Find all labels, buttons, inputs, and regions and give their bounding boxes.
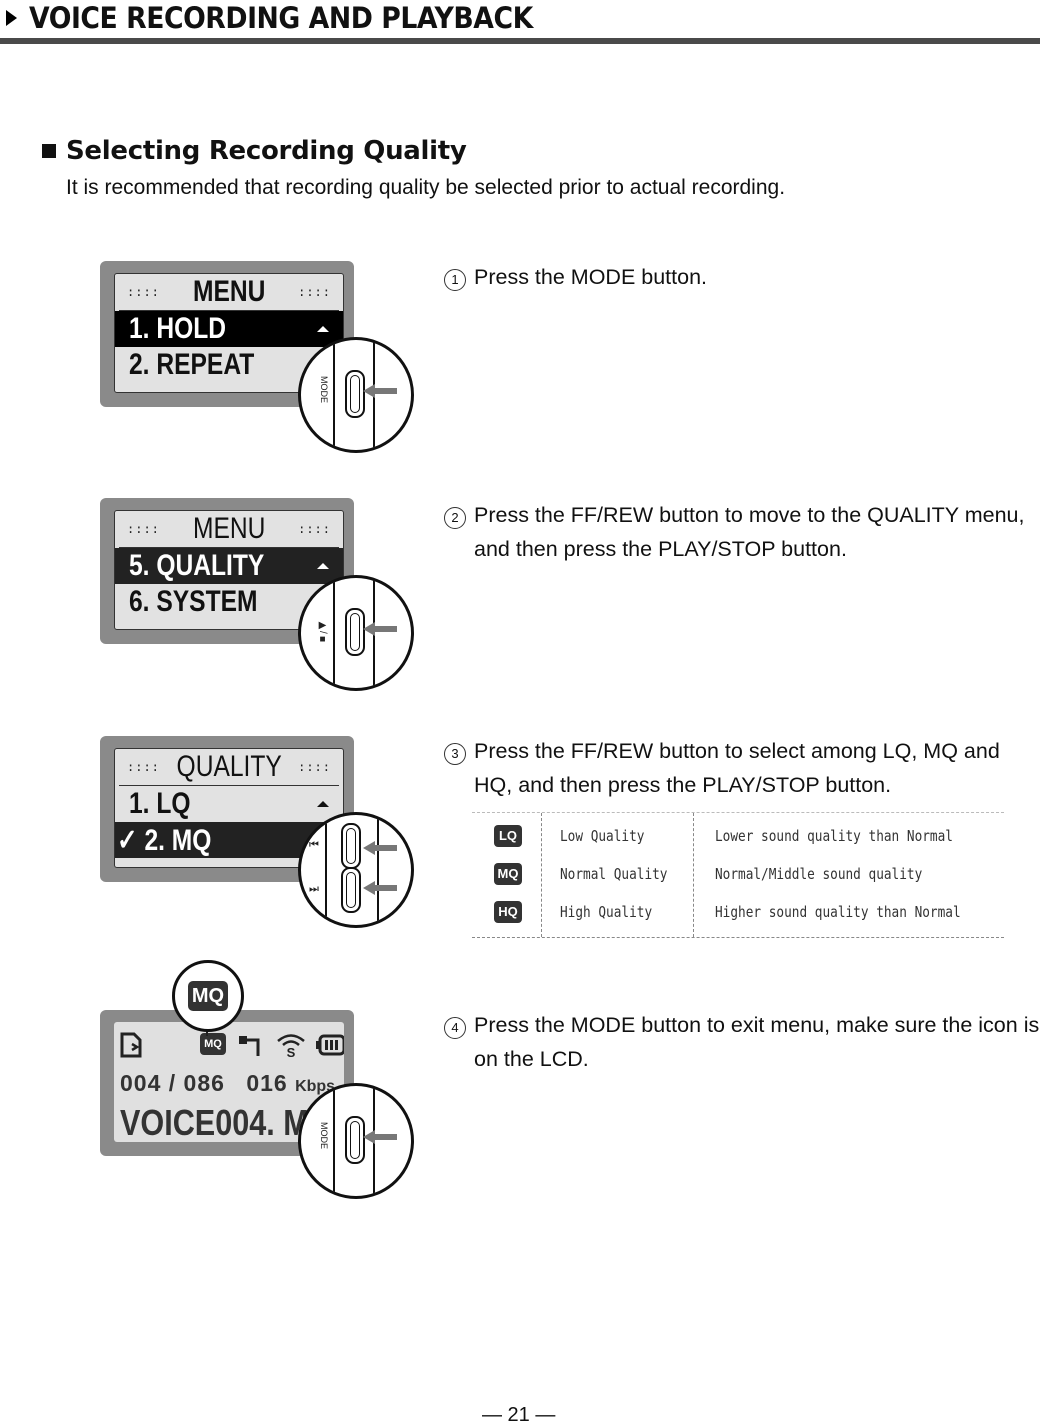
- menu-row: 6. SYSTEM: [115, 584, 343, 620]
- lcd-display: :::: MENU :::: 1. HOLD 2. REPEAT: [114, 273, 344, 393]
- menu-row: 1. LQ: [115, 786, 343, 822]
- quality-row-hq: HQ High Quality Higher sound quality tha…: [472, 893, 1004, 931]
- button-label: MODE: [319, 1122, 329, 1149]
- menu-row-selected: 5. QUALITY: [115, 548, 343, 584]
- press-arrow-icon: [363, 384, 397, 398]
- lcd-screen-menu-hold: :::: MENU :::: 1. HOLD 2. REPEAT: [100, 261, 354, 407]
- menu-row-label: 2. REPEAT: [129, 348, 255, 381]
- triangle-right-icon: [6, 10, 17, 26]
- step-number: 1: [444, 269, 466, 291]
- step-3: 3 Press the FF/REW button to select amon…: [444, 734, 1034, 802]
- mode-button[interactable]: [345, 370, 365, 418]
- caret-up-icon: [317, 563, 329, 569]
- ff-rew-button-magnifier: ⏮ ⏭: [298, 812, 414, 928]
- caret-up-icon: [317, 326, 329, 332]
- quality-row-mq: MQ Normal Quality Normal/Middle sound qu…: [472, 855, 1004, 893]
- dots-decoration-icon: ::::: [127, 285, 160, 299]
- button-label: ▶/■: [317, 620, 328, 645]
- step-number: 3: [444, 743, 466, 765]
- lcd-header-title: MENU: [192, 275, 266, 308]
- menu-row-label: 1. HOLD: [129, 312, 227, 345]
- dots-decoration-icon: ::::: [127, 760, 160, 774]
- step-number: 4: [444, 1017, 466, 1039]
- lcd-track-info: 004 / 086 016 Kbps: [120, 1070, 335, 1097]
- step-text: Press the FF/REW button to move to the Q…: [474, 503, 1025, 561]
- square-bullet-icon: [42, 144, 56, 158]
- menu-row-label: ✓ 2. MQ: [117, 823, 212, 857]
- step-1: 1 Press the MODE button.: [444, 260, 1040, 294]
- lcd-header: :::: MENU ::::: [119, 511, 339, 548]
- quality-name: Normal Quality: [560, 865, 668, 883]
- quality-name: Low Quality: [560, 827, 645, 845]
- mq-status-badge: MQ: [200, 1033, 226, 1055]
- lcd-filename: VOICE004. M: [120, 1102, 309, 1142]
- press-arrow-icon: [363, 881, 397, 895]
- page-header: VOICE RECORDING AND PLAYBACK: [6, 0, 577, 36]
- ff-icon: ⏭: [309, 883, 319, 895]
- dots-decoration-icon: ::::: [298, 285, 331, 299]
- quality-description: Lower sound quality than Normal: [715, 827, 953, 845]
- ff-button[interactable]: [341, 867, 361, 913]
- step-text: Press the MODE button to exit menu, make…: [474, 1013, 1040, 1071]
- button-label: MODE: [319, 376, 329, 403]
- mq-badge-icon: MQ: [188, 981, 228, 1011]
- step-4: 4 Press the MODE button to exit menu, ma…: [444, 1008, 1040, 1076]
- battery-icon: [316, 1034, 344, 1056]
- rew-button[interactable]: [341, 823, 361, 869]
- play-stop-button-magnifier: ▶/■: [298, 575, 414, 691]
- lcd-display: :::: MENU :::: 5. QUALITY 6. SYSTEM: [114, 510, 344, 630]
- track-counter: 004 / 086: [120, 1070, 225, 1096]
- play-stop-button[interactable]: [345, 608, 365, 656]
- lcd-header-title: MENU: [192, 512, 266, 545]
- step-text: Press the FF/REW button to select among …: [474, 739, 1000, 797]
- mode-button[interactable]: [345, 1116, 365, 1164]
- menu-row: 2. REPEAT: [115, 347, 343, 383]
- dots-decoration-icon: ::::: [127, 522, 160, 536]
- section-title: Selecting Recording Quality: [66, 136, 467, 166]
- rew-icon: ⏮: [309, 839, 319, 851]
- step-text: Press the MODE button.: [474, 265, 708, 289]
- step-number: 2: [444, 507, 466, 529]
- section-description: It is recommended that recording quality…: [66, 176, 786, 199]
- quality-description: Higher sound quality than Normal: [715, 903, 961, 921]
- page-number: — 21 —: [482, 1404, 556, 1426]
- quality-legend-table: LQ Low Quality Lower sound quality than …: [472, 812, 1004, 938]
- caret-up-icon: [317, 801, 329, 807]
- lcd-header-title: QUALITY: [176, 750, 282, 783]
- mode-button-magnifier: MODE: [298, 1083, 414, 1199]
- voice-record-icon: [120, 1032, 142, 1058]
- bitrate-value: 016: [246, 1070, 288, 1096]
- lq-badge-icon: LQ: [494, 825, 522, 847]
- svg-text:S: S: [287, 1045, 296, 1058]
- press-arrow-icon: [363, 841, 397, 855]
- press-arrow-icon: [363, 622, 397, 636]
- quality-description: Normal/Middle sound quality: [715, 865, 923, 883]
- step-2: 2 Press the FF/REW button to move to the…: [444, 498, 1034, 566]
- header-divider: [0, 38, 1040, 44]
- dots-decoration-icon: ::::: [298, 522, 331, 536]
- srs-wireless-icon: S: [277, 1034, 305, 1058]
- hq-badge-icon: HQ: [494, 901, 522, 923]
- lcd-status-icons: MQ S: [120, 1032, 344, 1060]
- press-arrow-icon: [363, 1130, 397, 1144]
- section-heading: Selecting Recording Quality: [42, 136, 467, 166]
- plug-icon: [239, 1036, 260, 1056]
- lcd-header: :::: MENU ::::: [119, 274, 339, 311]
- mode-button-magnifier: MODE: [298, 337, 414, 453]
- menu-row-selected: 1. HOLD: [115, 311, 343, 347]
- menu-row-label: 1. LQ: [129, 787, 191, 820]
- menu-row-label: 6. SYSTEM: [129, 585, 258, 618]
- menu-row-label: 5. QUALITY: [129, 549, 265, 582]
- lcd-header: :::: QUALITY ::::: [119, 749, 339, 786]
- quality-row-lq: LQ Low Quality Lower sound quality than …: [472, 817, 1004, 855]
- mq-icon-magnifier: MQ: [172, 960, 244, 1032]
- dots-decoration-icon: ::::: [298, 760, 331, 774]
- mq-badge-icon: MQ: [494, 863, 522, 885]
- quality-name: High Quality: [560, 903, 653, 921]
- page-title: VOICE RECORDING AND PLAYBACK: [29, 1, 533, 35]
